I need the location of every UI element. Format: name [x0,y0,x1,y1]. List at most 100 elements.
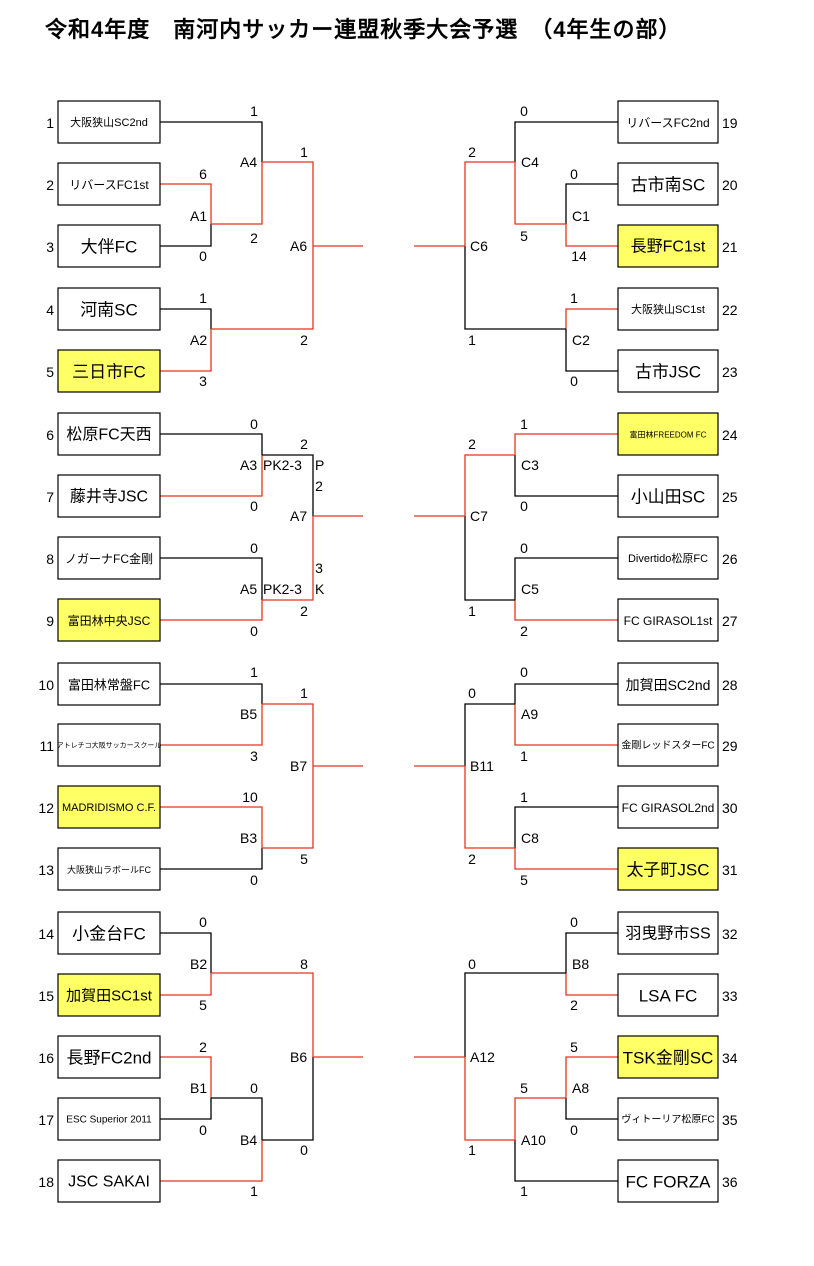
pk-label: K [315,581,325,597]
score-label: 1 [250,103,258,119]
team-box [57,412,161,456]
seed-number: 14 [38,926,54,942]
a4-line-t1 [160,121,263,162]
seed-number: 15 [38,988,54,1004]
score-label: 0 [570,166,578,182]
match-label: A8 [572,1080,589,1096]
b1-line-t16 [160,1056,212,1098]
seed-number: 19 [722,115,738,131]
seed-number: 32 [722,926,738,942]
score-label: 0 [570,914,578,930]
a6-line-a4 [262,161,314,246]
c5-line-t27 [514,600,618,621]
b5-line-t10 [160,683,263,704]
score-label: 0 [570,1122,578,1138]
a1-line-t2 [160,183,212,224]
team-box [57,785,161,829]
team-box [57,349,161,393]
team-box [617,723,719,767]
score-label: 6 [199,166,207,182]
team-box [57,1035,161,1079]
b8-line-t32 [565,932,618,973]
score-label: 0 [468,956,476,972]
team-name: 大阪狭山ラボールFC [67,864,151,875]
score-label: 1 [570,290,578,306]
b7-line-b3 [262,766,314,849]
match-label: A9 [521,706,538,722]
match-label: B4 [240,1132,257,1148]
seed-number: 12 [38,800,54,816]
score-label: 0 [199,914,207,930]
match-label: B6 [290,1049,307,1065]
score-label: 1 [300,144,308,160]
team-box [57,536,161,580]
team-box [617,349,719,393]
seed-number: 23 [722,364,738,380]
team-box [57,1097,161,1141]
b3-line-t12 [160,806,263,848]
match-label: B2 [190,956,207,972]
team-box [57,100,161,144]
seed-number: 21 [722,239,738,255]
seed-number: 2 [46,177,54,193]
score-label: 0 [570,373,578,389]
team-name: 富田林FREEDOM FC [630,430,707,440]
seed-number: 18 [38,1174,54,1190]
team-box [57,723,161,767]
b6-line-b4 [262,1057,314,1141]
team-box [57,474,161,518]
b7-line-b5 [262,703,314,766]
score-label: 14 [571,248,587,264]
a7-line-a5 [262,516,314,601]
match-label: B1 [190,1080,207,1096]
bracket-lines [160,121,618,1182]
team-name: リバースFC2nd [626,116,709,130]
score-label: 0 [250,416,258,432]
score-label: 1 [468,603,476,619]
a2-line-t5 [160,329,212,372]
team-box [617,1097,719,1141]
team-name: Divertido松原FC [628,551,708,565]
team-box [57,162,161,206]
team-box [617,847,719,891]
score-label: 2 [520,623,528,639]
a10-line-t36 [514,1140,618,1182]
seed-number: 27 [722,613,738,629]
score-label: 0 [250,872,258,888]
seed-number: 33 [722,988,738,1004]
score-label: 0 [199,248,207,264]
b5-line-t11 [160,704,263,746]
match-label: A7 [290,508,307,524]
score-label: 0 [520,498,528,514]
seed-number: 6 [46,427,54,443]
team-name: 富田林常盤FC [68,678,150,693]
team-name: 古市南SC [631,176,706,195]
b11-line-c8 [464,766,515,849]
score-label: 0 [520,103,528,119]
score-label: 1 [199,290,207,306]
a3-line-t7 [160,455,263,497]
seed-number: 4 [46,302,54,318]
score-label: 3 [250,748,258,764]
seed-number: 30 [722,800,738,816]
c3-line-t24 [514,433,618,455]
team-name: 太子町JSC [626,861,709,880]
team-name: FC GIRASOL2nd [622,801,715,815]
score-label: 0 [520,540,528,556]
seed-number: 35 [722,1112,738,1128]
match-label: C1 [572,208,590,224]
match-label: B5 [240,706,257,722]
b2-line-t15 [160,973,212,996]
team-name: ESC Superior 2011 [66,1115,152,1126]
match-label: A1 [190,208,207,224]
seed-number: 8 [46,551,54,567]
a8-line-t34 [565,1056,618,1098]
pk-label: PK2-3 [263,457,302,473]
team-box [617,1035,719,1079]
match-label: B7 [290,758,307,774]
a6-line-a2 [211,246,314,330]
c4-line-c1 [514,162,566,225]
team-name: 長野FC2nd [66,1049,151,1068]
seed-number: 1 [46,115,54,131]
